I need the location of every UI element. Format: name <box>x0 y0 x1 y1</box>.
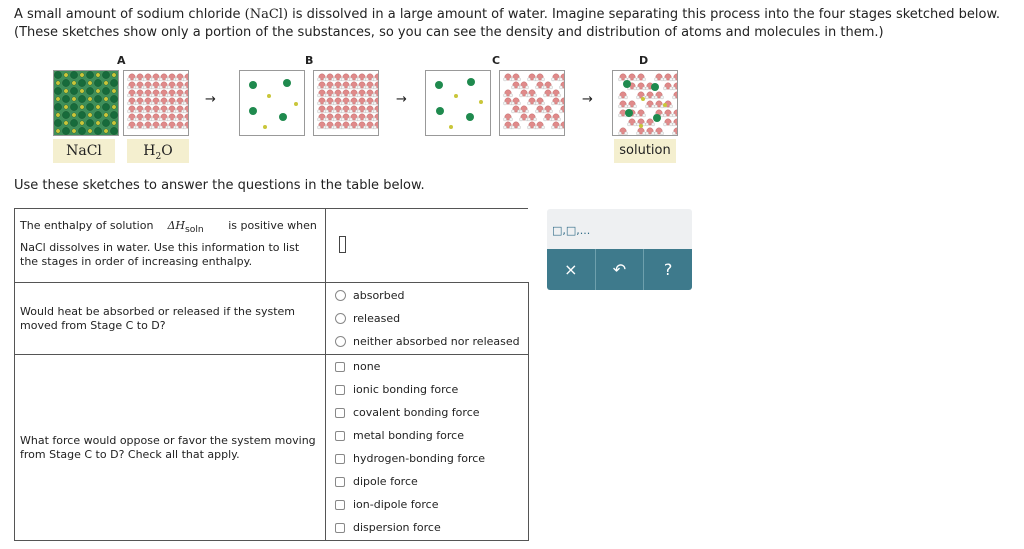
solution-label: solution <box>614 139 676 163</box>
question-row-force: What force would oppose or favor the sys… <box>14 354 529 541</box>
checkbox-dispersion[interactable] <box>335 522 345 533</box>
radio-absorbed[interactable] <box>335 290 346 301</box>
water-image-a <box>127 73 188 130</box>
stage-label-c: C <box>492 54 501 67</box>
close-icon: × <box>564 260 578 279</box>
question-row-heat: Would heat be absorbed or released if th… <box>14 282 529 355</box>
stage-label-d: D <box>639 54 649 67</box>
arrow-a-b: → <box>205 92 216 107</box>
intro-text: A small amount of sodium chloride (NaCl)… <box>14 6 1014 42</box>
stage-label-a: A <box>117 54 126 67</box>
ions-image-c <box>435 78 483 129</box>
water-image-b <box>317 73 378 130</box>
checkbox-dipole[interactable] <box>335 476 345 487</box>
question-table: The enthalpy of solution ΔHsoln is posit… <box>14 208 529 541</box>
option-hydrogen[interactable]: hydrogen-bonding force <box>327 447 527 470</box>
intro-line1-a: A small amount of sodium chloride <box>14 7 245 22</box>
nacl-formula: (NaCl) <box>244 7 289 22</box>
option-metal[interactable]: metal bonding force <box>327 424 527 447</box>
option-dipole[interactable]: dipole force <box>327 470 527 493</box>
water-sketch-c <box>499 70 565 136</box>
solution-sketch-d <box>612 70 678 136</box>
option-ionic[interactable]: ionic bonding force <box>327 378 527 401</box>
toolbox-actions: × ↶ ? <box>547 249 692 290</box>
help-icon: ? <box>663 260 673 279</box>
answer-cell-heat: absorbed released neither absorbed nor r… <box>325 282 529 355</box>
stage-label-b: B <box>305 54 314 67</box>
answer-toolbox: □,□,... × ↶ ? <box>547 209 692 290</box>
intro-line2: (These sketches show only a portion of t… <box>14 25 884 40</box>
option-absorbed[interactable]: absorbed <box>327 284 527 307</box>
separated-ions-sketch-c <box>425 70 491 136</box>
nacl-lattice-image <box>54 71 118 135</box>
arrow-b-c: → <box>396 92 407 107</box>
question-heat: Would heat be absorbed or released if th… <box>14 282 326 355</box>
ions-image-b <box>249 79 298 129</box>
checkbox-none[interactable] <box>335 361 345 372</box>
instructions: Use these sketches to answer the questio… <box>14 178 425 193</box>
checkbox-ion-dipole[interactable] <box>335 499 345 510</box>
checkbox-hydrogen[interactable] <box>335 453 345 464</box>
toolbox-palette: □,□,... <box>547 209 692 249</box>
h2o-label: H2O <box>127 139 189 163</box>
option-ion-dipole[interactable]: ion-dipole force <box>327 493 527 516</box>
checkbox-covalent[interactable] <box>335 407 345 418</box>
option-dispersion[interactable]: dispersion force <box>327 516 527 539</box>
option-neither[interactable]: neither absorbed nor released <box>327 330 527 353</box>
question-enthalpy: The enthalpy of solution ΔHsoln is posit… <box>14 208 326 283</box>
help-button[interactable]: ? <box>644 249 692 290</box>
question-force: What force would oppose or favor the sys… <box>14 354 326 541</box>
answer-cell-force: none ionic bonding force covalent bondin… <box>325 354 529 541</box>
stage-order-input[interactable] <box>339 236 346 253</box>
option-released[interactable]: released <box>327 307 527 330</box>
undo-icon: ↶ <box>612 260 627 279</box>
separated-ions-sketch-b <box>239 70 305 136</box>
list-template-button[interactable]: □,□,... <box>552 224 591 237</box>
option-covalent[interactable]: covalent bonding force <box>327 401 527 424</box>
water-sketch-b <box>313 70 379 136</box>
question-row-enthalpy: The enthalpy of solution ΔHsoln is posit… <box>14 208 528 283</box>
nacl-label: NaCl <box>53 139 115 163</box>
option-none[interactable]: none <box>327 355 527 378</box>
radio-released[interactable] <box>335 313 346 324</box>
clear-button[interactable]: × <box>547 249 596 290</box>
arrow-c-d: → <box>582 92 593 107</box>
intro-line1-b: is dissolved in a large amount of water.… <box>288 7 1001 22</box>
checkbox-metal[interactable] <box>335 430 345 441</box>
nacl-crystal-sketch <box>53 70 119 136</box>
answer-cell-enthalpy <box>325 208 528 283</box>
checkbox-ionic[interactable] <box>335 384 345 395</box>
solution-image-d <box>618 73 677 135</box>
radio-neither[interactable] <box>335 336 346 347</box>
water-sketch-a <box>123 70 189 136</box>
water-image-c <box>503 73 564 130</box>
undo-button[interactable]: ↶ <box>596 249 645 290</box>
